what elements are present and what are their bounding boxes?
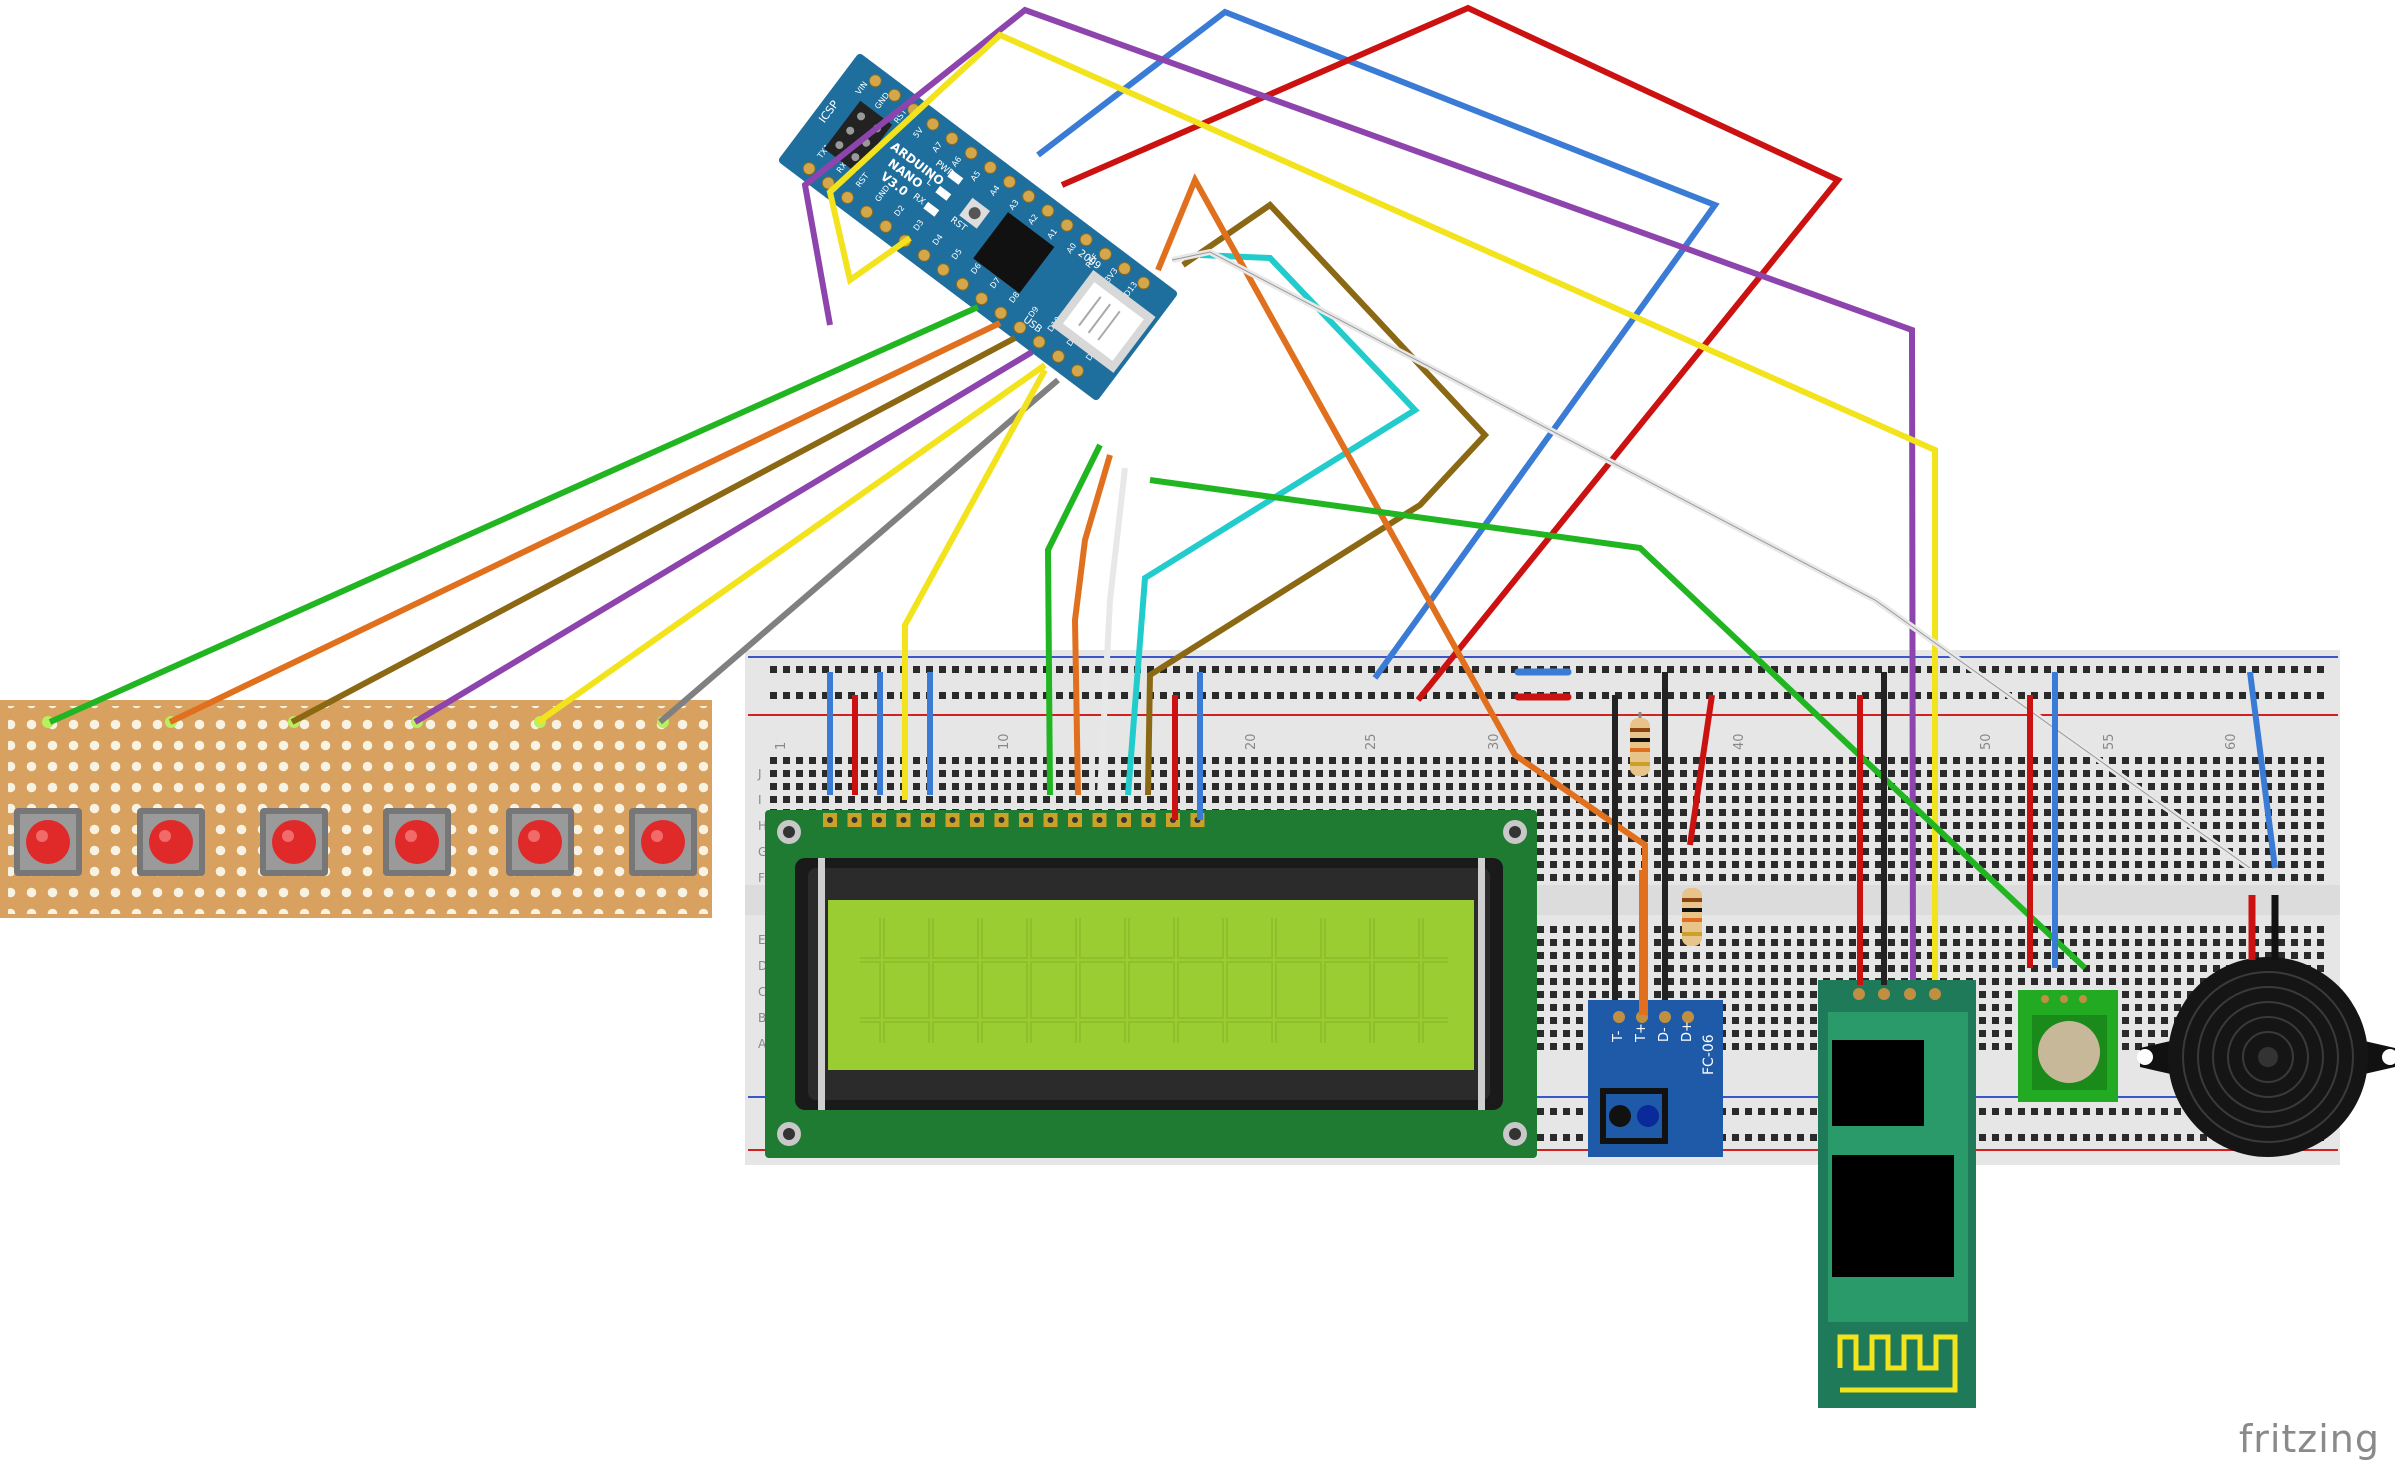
wire-brown-lcd xyxy=(1145,201,1490,796)
bb-col-label: 55 xyxy=(2102,733,2117,750)
resistor-2 xyxy=(1682,888,1702,946)
bluetooth-module xyxy=(1818,980,1976,1408)
nano-pin-bottom xyxy=(917,248,931,262)
nano-pin-top xyxy=(1060,218,1074,232)
nano-pin-bottom xyxy=(975,292,989,306)
nano-pin-bottom xyxy=(1032,335,1046,349)
push-buttons xyxy=(14,716,697,876)
wire-orange-lcd xyxy=(1071,454,1113,796)
nano-pin-top xyxy=(1041,204,1055,218)
bb-row-label: C xyxy=(758,985,766,999)
wire-yellow-button-5 xyxy=(536,362,1047,725)
nano-pin-bottom xyxy=(936,263,950,277)
wire-green-lcd xyxy=(1044,443,1103,796)
wire-cyan-lcd xyxy=(1125,252,1420,796)
jumper-red xyxy=(1687,694,1715,846)
nano-pin-top xyxy=(983,160,997,174)
nano-pin-bottom xyxy=(1013,320,1027,334)
nano-pin-top xyxy=(926,117,940,131)
push-button xyxy=(383,716,451,876)
nano-pin-bottom xyxy=(955,277,969,291)
bb-col-label: 50 xyxy=(1979,733,1994,750)
fritzing-logo: fritzing xyxy=(2238,1417,2380,1461)
sensor-module xyxy=(2018,990,2118,1102)
wire-purple-bt xyxy=(801,6,1916,981)
sensor-pin-label: T+ xyxy=(1634,1023,1649,1043)
wire-green-sensor xyxy=(1149,477,2088,971)
nano-pin-bottom xyxy=(802,162,816,176)
nano-pin-bottom xyxy=(879,219,893,233)
sensor-pin-label: T- xyxy=(1611,1030,1626,1043)
nano-pin-bottom xyxy=(860,205,874,219)
wire-gray-button-6 xyxy=(658,377,1060,725)
push-button xyxy=(629,716,697,876)
bb-row-label: F xyxy=(758,871,765,885)
bb-row-label: H xyxy=(758,819,767,833)
bb-row-label: A xyxy=(758,1037,767,1051)
bb-col-label: 1 xyxy=(774,742,789,750)
bb-col-label: 60 xyxy=(2224,733,2239,750)
bb-row-label: I xyxy=(758,793,762,807)
nano-pin-top xyxy=(1003,175,1017,189)
bb-row-label: D xyxy=(758,959,767,973)
nano-pin-top xyxy=(887,88,901,102)
push-button xyxy=(137,716,205,876)
perfboard xyxy=(0,700,712,918)
sensor-pin-label: D- xyxy=(1657,1027,1672,1042)
wire-green-button-1 xyxy=(48,304,980,725)
bb-col-label: 20 xyxy=(1244,733,1259,750)
bb-col-label: 40 xyxy=(1732,733,1747,750)
nano-pin-bottom xyxy=(994,306,1008,320)
sensor-pin-label: D+ xyxy=(1680,1021,1695,1042)
bb-row-label: E xyxy=(758,933,766,947)
buzzer xyxy=(2137,895,2398,1157)
nano-pin-top xyxy=(1022,189,1036,203)
nano-pin-top xyxy=(868,74,882,88)
push-button xyxy=(14,716,82,876)
bb-row-label: G xyxy=(758,845,767,859)
bb-col-label: 30 xyxy=(1487,733,1502,750)
nano-pin-top xyxy=(945,132,959,146)
resistor-1 xyxy=(1630,712,1650,776)
sensor-model-label: FC-06 xyxy=(1701,1034,1717,1075)
wire-yellow-lcd xyxy=(902,368,1048,800)
wire-blue-power xyxy=(1036,8,1720,680)
nano-pin-top xyxy=(964,146,978,160)
led-label: L xyxy=(924,177,934,188)
wire-brown-button-3 xyxy=(290,335,1017,725)
bb-col-label: 25 xyxy=(1364,733,1379,750)
nano-pin-top xyxy=(1118,262,1132,276)
wire-yellow-bt xyxy=(826,31,1938,980)
nano-pin-bottom xyxy=(1070,364,1084,378)
nano-pin-bottom xyxy=(840,191,854,205)
bb-col-label: 10 xyxy=(997,733,1012,750)
bb-row-label: J xyxy=(757,767,762,781)
wires xyxy=(48,4,2278,1015)
nano-pin-top xyxy=(1079,233,1093,247)
push-button xyxy=(506,716,574,876)
bb-row-label: B xyxy=(758,1011,766,1025)
nano-pin-top xyxy=(1137,276,1151,290)
temperature-sensor-module: T- T+ D- D+ FC-06 xyxy=(1588,1000,1723,1157)
wire-orange-button-2 xyxy=(168,320,1002,725)
nano-pin-top xyxy=(1098,247,1112,261)
lcd-display xyxy=(765,810,1537,1158)
jumper-blue xyxy=(2247,671,2278,869)
wire-white-lcd xyxy=(1097,467,1128,796)
wire-purple-button-4 xyxy=(413,349,1034,725)
wire-white-buzzer-outline xyxy=(1171,251,2251,869)
nano-pin-bottom xyxy=(1051,349,1065,363)
